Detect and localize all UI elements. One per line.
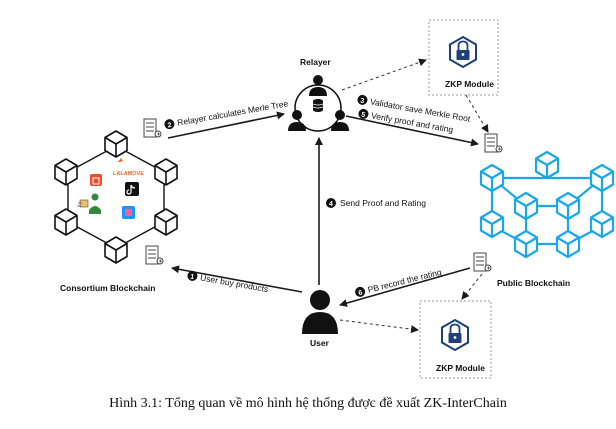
svg-text:6: 6 bbox=[358, 289, 364, 297]
svg-text:Send Proof and Rating: Send Proof and Rating bbox=[340, 198, 426, 208]
cube-icon bbox=[534, 150, 560, 180]
public-chain-graphic bbox=[479, 150, 615, 259]
consortium-label: Consortium Blockchain bbox=[60, 283, 155, 293]
cube-icon bbox=[589, 209, 615, 239]
cube-icon bbox=[555, 229, 581, 259]
server-icon bbox=[484, 133, 503, 153]
arrow-step-3 bbox=[345, 115, 479, 147]
svg-text:User buy products: User buy products bbox=[199, 272, 269, 294]
relayer-icon bbox=[288, 75, 349, 132]
tiki-logo bbox=[122, 206, 135, 219]
cube-icon bbox=[104, 236, 128, 264]
svg-text:4: 4 bbox=[329, 201, 333, 208]
svg-text:1: 1 bbox=[190, 274, 195, 282]
user-label: User bbox=[310, 338, 330, 348]
tiktok-logo bbox=[125, 182, 139, 196]
svg-text:LALAMOVE: LALAMOVE bbox=[113, 171, 144, 177]
zkp-top-label: ZKP Module bbox=[445, 79, 494, 89]
lock-icon bbox=[449, 36, 477, 68]
zkp-bottom-label: ZKP Module bbox=[436, 363, 485, 373]
cube-icon bbox=[154, 208, 178, 236]
dashed-link-public-zkp bbox=[461, 273, 483, 300]
lock-icon bbox=[441, 319, 469, 351]
zkp-module-bottom: ZKP Module bbox=[419, 300, 492, 379]
consortium-chain-graphic: LALAMOVE bbox=[54, 130, 178, 264]
delivery-person-icon bbox=[77, 193, 101, 214]
figure-caption: Hình 3.1: Tổng quan về mô hình hệ thống … bbox=[109, 396, 507, 411]
public-chain-label: Public Blockchain bbox=[497, 278, 570, 288]
cube-icon bbox=[513, 229, 539, 259]
cube-icon bbox=[555, 191, 581, 221]
user-icon bbox=[302, 290, 338, 334]
dashed-link-relayer-zkp bbox=[341, 58, 427, 91]
shopee-logo bbox=[90, 174, 102, 186]
svg-text:Relayer calculates Merle Tree: Relayer calculates Merle Tree bbox=[176, 98, 289, 127]
dashed-link-user-zkp bbox=[339, 319, 419, 334]
step-4: 4 Send Proof and Rating bbox=[326, 198, 426, 208]
zkp-module-top: ZKP Module bbox=[428, 19, 499, 96]
cube-icon bbox=[513, 191, 539, 221]
step-6: 6 PB record the rating bbox=[355, 267, 443, 297]
cube-icon bbox=[589, 163, 615, 193]
cube-icon bbox=[104, 130, 128, 158]
cube-icon bbox=[154, 158, 178, 186]
arrow-step-2 bbox=[167, 111, 285, 139]
svg-text:5: 5 bbox=[361, 112, 366, 120]
cube-icon bbox=[479, 209, 505, 239]
svg-text:3: 3 bbox=[360, 98, 365, 106]
lalamove-logo: LALAMOVE bbox=[113, 158, 144, 177]
svg-text:2: 2 bbox=[167, 122, 172, 130]
relayer-label: Relayer bbox=[300, 57, 331, 67]
cube-icon bbox=[54, 208, 78, 236]
arrow-step-6 bbox=[339, 267, 471, 307]
server-icon bbox=[143, 118, 162, 138]
cube-icon bbox=[479, 163, 505, 193]
cube-icon bbox=[54, 158, 78, 186]
server-icon bbox=[473, 252, 492, 272]
svg-text:PB record the rating: PB record the rating bbox=[367, 267, 443, 295]
server-icon bbox=[145, 245, 164, 265]
dashed-link-zkp-public bbox=[465, 94, 489, 133]
